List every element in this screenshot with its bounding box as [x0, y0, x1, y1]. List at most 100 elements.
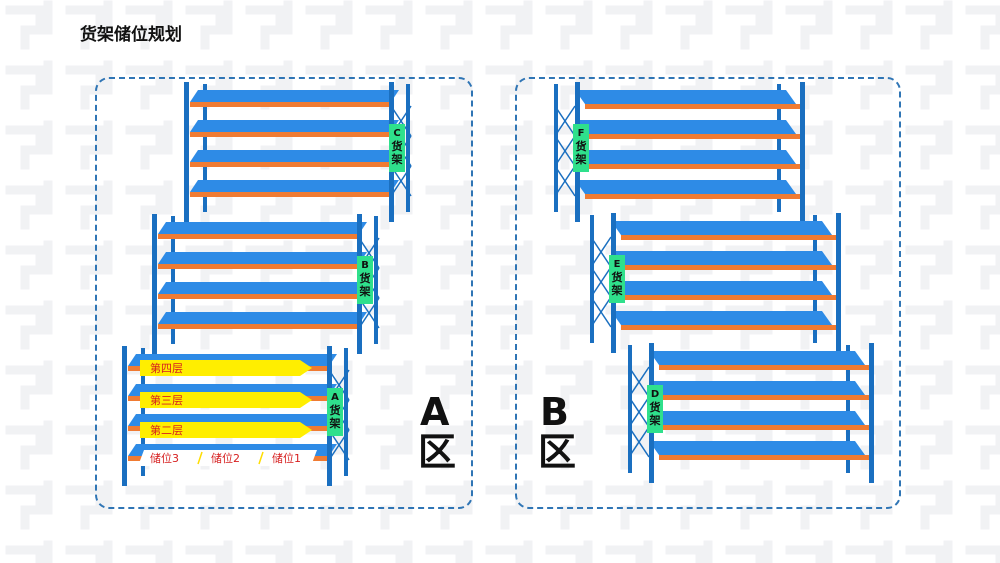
shelf-beam: [585, 194, 802, 199]
shelf-beam: [190, 132, 391, 137]
layer-arrow: [140, 392, 312, 408]
rack-tag-text: 架: [329, 416, 341, 430]
rack-post: [554, 84, 558, 212]
rack-post: [171, 216, 175, 344]
rack-post: [813, 215, 817, 343]
shelf-deck: [649, 441, 865, 455]
shelf-deck: [190, 150, 399, 162]
shelf-beam: [659, 365, 871, 370]
rack-tag-text: 架: [359, 284, 371, 298]
rack-tag-text: 架: [611, 283, 623, 297]
rack-post: [628, 345, 632, 473]
rack-post: [406, 84, 410, 212]
rack-post: [152, 214, 157, 354]
rack-brace: [590, 236, 612, 268]
layer-arrow: [140, 422, 312, 438]
rack-tag: [389, 124, 405, 172]
rack-tag-letter: C: [393, 128, 400, 139]
rack-brace: [628, 396, 650, 428]
shelf-deck: [575, 150, 796, 164]
shelf-beam: [659, 425, 871, 430]
rack-d: D货架: [628, 343, 874, 483]
rack-post: [122, 346, 127, 486]
position-divider: [258, 451, 264, 465]
shelf-beam: [158, 234, 359, 239]
shelf-beam: [158, 264, 359, 269]
rack-brace: [628, 426, 650, 458]
position-label: 储位3: [150, 451, 179, 465]
rack-post: [836, 213, 841, 353]
shelf-beam: [158, 294, 359, 299]
zone-b-label-char: 区: [538, 430, 577, 474]
shelf-beam: [621, 295, 838, 300]
rack-tag-letter: E: [614, 259, 621, 270]
zone-a-label-letter: A: [420, 390, 450, 434]
layer-arrow: [140, 360, 312, 376]
shelf-deck: [158, 312, 367, 324]
rack-tag: [647, 385, 663, 433]
rack-post: [590, 215, 594, 343]
rack-tag-text: 货: [329, 403, 341, 417]
shelf-beam: [190, 162, 391, 167]
shelf-deck: [158, 252, 367, 264]
shelf-beam: [158, 324, 359, 329]
rack-tag-letter: A: [331, 392, 339, 403]
rack-brace: [554, 165, 576, 197]
rack-f: F货架: [554, 82, 805, 222]
rack-brace: [554, 105, 576, 137]
rack-tag-text: 货: [611, 270, 623, 284]
shelf-deck: [158, 282, 367, 294]
shelf-beam: [659, 395, 871, 400]
rack-tag-text: 货: [391, 139, 403, 153]
zone-b-box: [515, 77, 901, 509]
rack-tag-text: 架: [649, 413, 661, 427]
rack-brace: [328, 429, 350, 461]
shelf-beam: [621, 235, 838, 240]
shelf-deck: [649, 351, 865, 365]
rack-post: [203, 84, 207, 212]
shelf-deck: [575, 90, 796, 104]
shelf-deck: [649, 381, 865, 395]
rack-tag: [609, 255, 625, 303]
rack-post: [141, 348, 145, 476]
shelf-beam: [585, 104, 802, 109]
zone-a-label-char: 区: [418, 430, 457, 474]
shelf-beam: [585, 164, 802, 169]
shelf-deck: [611, 281, 832, 295]
rack-c: C货架: [184, 82, 412, 222]
position-strip: [138, 450, 317, 466]
rack-tag-letter: F: [578, 128, 585, 139]
layer-label: 第三层: [150, 393, 183, 407]
rack-tag-text: 架: [391, 152, 403, 166]
zone-b-label-letter: B: [540, 390, 569, 434]
rack-tag-text: 货: [575, 139, 587, 153]
shelf-deck: [190, 120, 399, 132]
shelf-deck: [190, 180, 399, 192]
rack-post: [344, 348, 348, 476]
rack-tag: [327, 388, 343, 436]
shelf-deck: [190, 90, 399, 102]
rack-brace: [554, 135, 576, 167]
position-label: 储位2: [211, 451, 240, 465]
rack-post: [777, 84, 781, 212]
shelf-deck: [575, 180, 796, 194]
rack-post: [846, 345, 850, 473]
rack-tag-letter: B: [361, 260, 369, 271]
rack-brace: [390, 165, 412, 197]
rack-tag: [573, 124, 589, 172]
rack-brace: [590, 266, 612, 298]
position-label: 储位1: [272, 451, 301, 465]
zone-a-box: [95, 77, 473, 509]
rack-tag: [357, 256, 373, 304]
shelf-deck: [575, 120, 796, 134]
shelf-deck: [158, 222, 367, 234]
shelf-deck: [611, 251, 832, 265]
rack-tag-text: 架: [575, 152, 587, 166]
rack-tag-text: 货: [649, 400, 661, 414]
page-title: 货架储位规划: [80, 25, 182, 45]
shelf-beam: [621, 265, 838, 270]
rack-b: B货架: [152, 214, 380, 354]
shelf-beam: [659, 455, 871, 460]
